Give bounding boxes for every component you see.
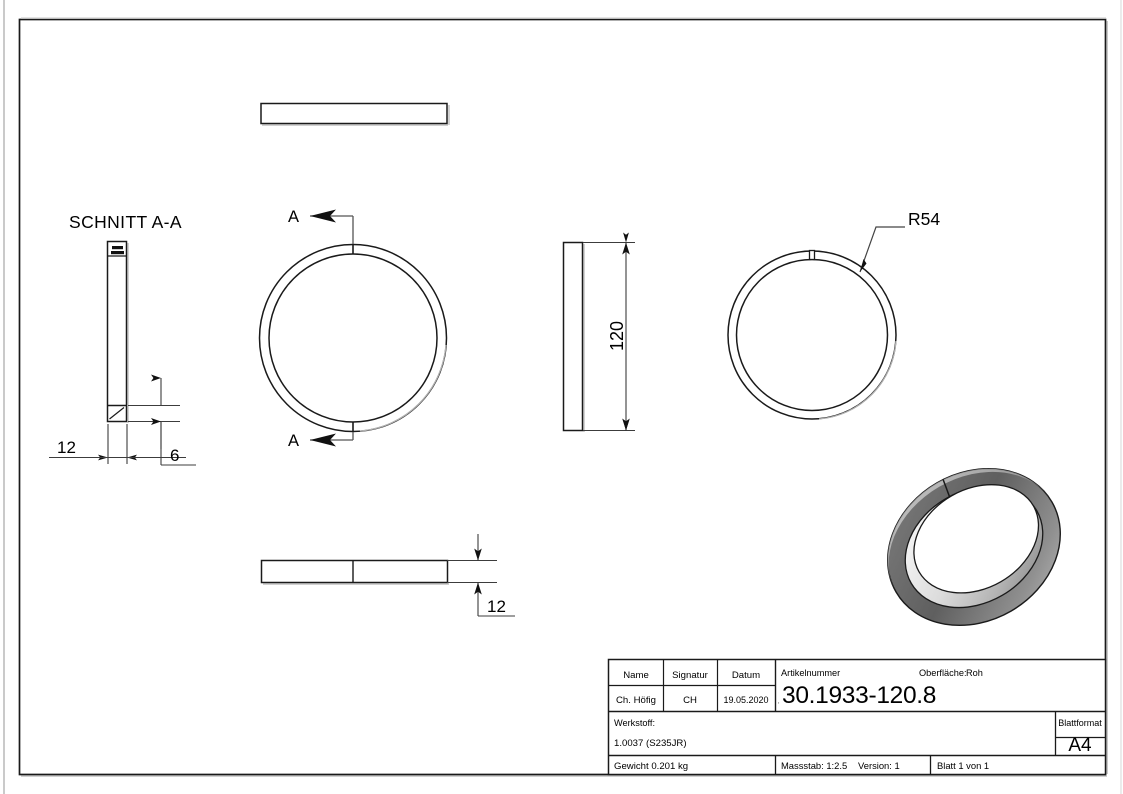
titleblock-scale: Massstab: 1:2.5 <box>781 760 847 771</box>
view-bottom-profile: 12 <box>260 534 515 617</box>
dimension-value-12-thickness: 12 <box>487 597 506 616</box>
section-letter-top: A <box>288 208 299 226</box>
titleblock-sheet-count: Blatt 1 von 1 <box>937 760 989 771</box>
view-side-profile: 120 <box>562 232 635 432</box>
view-section-aa: SCHNITT A-A 12 <box>49 212 196 466</box>
dimension-section-step: 6 <box>128 374 196 466</box>
view-top-edge-rectangle <box>260 102 450 126</box>
titleblock-material-value: 1.0037 (S235JR) <box>614 738 687 749</box>
titleblock-header-date: Datum <box>732 670 760 681</box>
titleblock-sheetformat-value: A4 <box>1068 735 1092 756</box>
sheet-outer-edge <box>3 0 1122 794</box>
titleblock-header-name: Name <box>623 670 649 681</box>
titleblock-header-signature: Signatur <box>672 670 709 681</box>
section-letter-bottom: A <box>288 432 299 450</box>
view-isometric-ring <box>887 467 1061 627</box>
section-mark-bottom: A <box>288 432 354 450</box>
titleblock-value-name: Ch. Höfig <box>616 695 656 706</box>
dimension-side-height: 120 <box>583 232 635 432</box>
dimension-value-r54: R54 <box>908 209 940 229</box>
dimension-bottom-thickness: 12 <box>447 534 515 617</box>
dimension-value-12-width: 12 <box>57 438 76 457</box>
dimension-section-width: 12 <box>49 424 186 464</box>
article-prefix-tick: , <box>778 699 780 705</box>
dimension-value-120: 120 <box>607 321 627 351</box>
view-ring-front: A A <box>258 208 448 450</box>
titleblock-value-signature: CH <box>683 695 697 706</box>
titleblock-material-label: Werkstoff: <box>614 718 655 728</box>
radius-leader-r54: R54 <box>859 209 940 273</box>
view-ring-radius: R54 <box>727 209 940 420</box>
titleblock-article-label: Artikelnummer <box>781 668 840 678</box>
title-block: Name Signatur Datum Ch. Höfig CH 19.05.2… <box>607 658 1107 776</box>
titleblock-value-date: 19.05.2020 <box>723 695 768 705</box>
titleblock-sheetformat-label: Blattformat <box>1058 718 1102 728</box>
titleblock-version: Version: 1 <box>858 760 900 771</box>
drawing-frame <box>18 17 1109 777</box>
dimension-value-6: 6 <box>170 446 179 465</box>
titleblock-article-number: 30.1933-120.8 <box>782 682 936 709</box>
titleblock-surface-value: Roh <box>966 668 983 678</box>
titleblock-surface-label: Oberfläche: <box>919 668 967 678</box>
section-mark-top: A <box>288 208 354 244</box>
titleblock-weight: Gewicht 0.201 kg <box>614 761 688 772</box>
section-view-label: SCHNITT A-A <box>69 212 182 232</box>
